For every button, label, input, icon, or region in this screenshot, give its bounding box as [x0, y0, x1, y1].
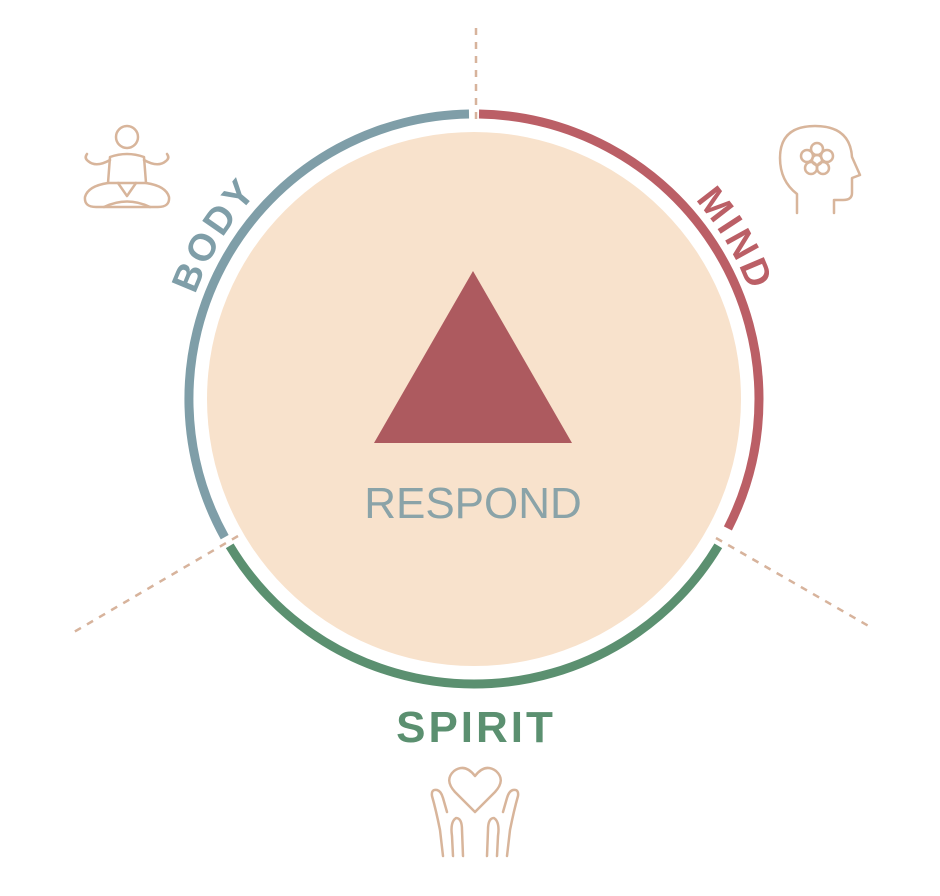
- divider-left: [73, 534, 239, 634]
- spirit-label: SPIRIT: [396, 703, 556, 752]
- divider-right: [715, 536, 873, 630]
- body-arc: [184, 109, 470, 540]
- center-label: RESPOND: [364, 479, 582, 528]
- triangle-icon: [374, 271, 572, 443]
- heart-hands-icon: [430, 766, 520, 858]
- head-flower-icon: [778, 124, 862, 215]
- mind-arc: [478, 109, 764, 531]
- meditation-icon: [83, 124, 171, 209]
- spirit-arc: [225, 543, 723, 689]
